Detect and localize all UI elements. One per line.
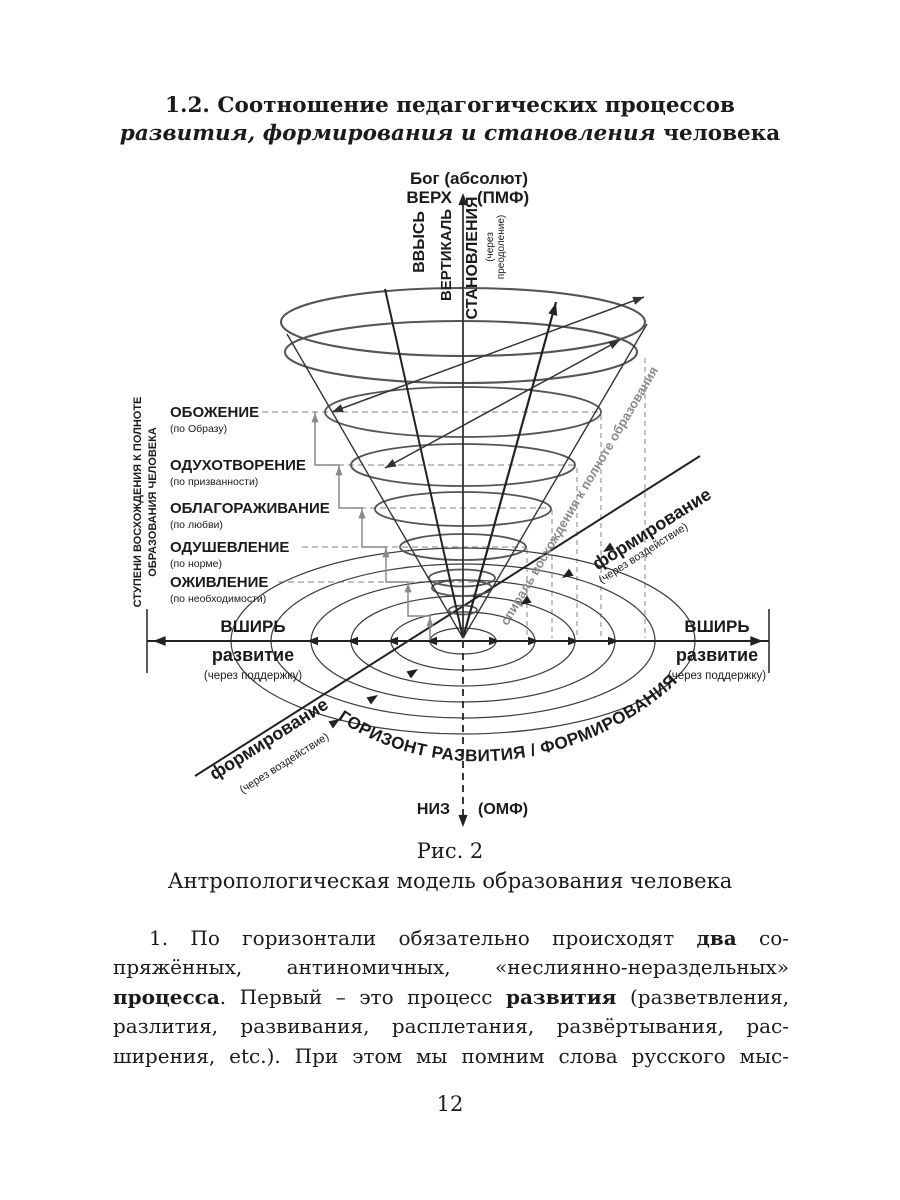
level-ozhivlenie-sub: (по необходимости): [170, 593, 266, 605]
overcoming-label-line1: (через: [485, 232, 496, 262]
pmf-label: (ПМФ): [477, 188, 529, 207]
steps-axis-title-line2: ОБРАЗОВАНИЯ ЧЕЛОВЕКА: [147, 427, 159, 577]
bottom-labels: НИЗ (ОМФ): [417, 801, 528, 818]
razvitie-right: развитие: [676, 645, 758, 665]
level-obozhenie: ОБОЖЕНИЕ: [170, 404, 259, 421]
omf-label: (ОМФ): [478, 801, 528, 818]
level-odushevlenie: ОДУШЕВЛЕНИЕ: [170, 539, 289, 556]
level-odushevlenie-sub: (по норме): [170, 558, 222, 570]
overcoming-label-line2: преодоление): [496, 215, 507, 279]
vshir-left: ВШИРЬ: [220, 617, 285, 636]
horizontal-axis: [146, 609, 770, 673]
paragraph-line: пряжённых, антиномичных, «неслиянно-нера…: [113, 955, 789, 980]
level-oblagorazhivanie: ОБЛАГОРАЖИВАНИЕ: [170, 500, 330, 517]
steps-axis-title-line1: СТУПЕНИ ВОСХОЖДЕНИЯ К ПОЛНОТЕ: [132, 397, 144, 608]
width-axis-labels: ВШИРЬ развитие (через поддержку) ВШИРЬ р…: [204, 617, 766, 682]
figure-caption-text: Антропологическая модель образования чел…: [167, 869, 733, 893]
level-oblagorazhivanie-sub: (по любви): [170, 519, 223, 531]
section-title-line2: развития, формирования и становления чел…: [0, 120, 900, 148]
razvitie-right-sub: (через поддержку): [668, 670, 766, 682]
level-oduhotvorenie-sub: (по призванности): [170, 476, 258, 488]
niz-label: НИЗ: [417, 801, 450, 818]
level-guide-lines: [262, 411, 601, 583]
paragraph-line: процесса. Первый – это процесс развития …: [113, 984, 790, 1009]
god-absolute-label: Бог (абсолют): [410, 169, 528, 188]
steps-axis-title: СТУПЕНИ ВОСХОЖДЕНИЯ К ПОЛНОТЕ ОБРАЗОВАНИ…: [132, 397, 159, 608]
razvitie-left: развитие: [212, 645, 294, 665]
section-title-line2-italic: развития, формирования и становления: [119, 121, 656, 146]
cone-silhouette: [286, 288, 648, 639]
paragraph-line: 1. По горизонтали обязательно происходят…: [149, 926, 789, 950]
level-obozhenie-sub: (по Образу): [170, 423, 227, 435]
formation-upper-label: формирование: [589, 484, 715, 574]
section-title-line1: 1.2. Соотношение педагогических процессо…: [165, 93, 735, 118]
vertical-axis: [458, 193, 468, 827]
razvitie-left-sub: (через поддержку): [204, 670, 302, 682]
level-labels: ОБОЖЕНИЕ (по Образу) ОДУХОТВОРЕНИЕ (по п…: [170, 404, 330, 605]
ascent-staircase: [314, 412, 431, 640]
vertikal-label: ВЕРТИКАЛЬ: [438, 209, 455, 301]
section-title: 1.2. Соотношение педагогических процессо…: [0, 92, 900, 148]
paragraph-line: разлития, развивания, расплетания, развё…: [113, 1014, 789, 1039]
verh-label: ВЕРХ: [406, 188, 452, 207]
top-labels: Бог (абсолют) ВЕРХ (ПМФ) ВВЫСЬ ВЕРТИКАЛЬ…: [406, 169, 529, 320]
ascent-staircase-arrowheads: [311, 413, 434, 627]
page-number: 12: [436, 1092, 464, 1116]
paragraph-line: ширения, etc.). При этом мы помним слова…: [113, 1043, 789, 1068]
anthropological-model-figure: Бог (абсолют) ВЕРХ (ПМФ) ВВЫСЬ ВЕРТИКАЛЬ…: [132, 169, 770, 827]
cone-cross-arrows: [331, 296, 645, 469]
stanovleniya-label: СТАНОВЛЕНИЯ: [464, 196, 481, 319]
level-ozhivlenie: ОЖИВЛЕНИЕ: [170, 574, 268, 591]
level-oduhotvorenie: ОДУХОТВОРЕНИЕ: [170, 457, 306, 474]
figure-caption: Рис. 2 Антропологическая модель образова…: [0, 836, 900, 896]
formation-axis: [194, 455, 701, 777]
vshir-right: ВШИРЬ: [684, 617, 749, 636]
horizon-curved-label: ГОРИЗОНТ РАЗВИТИЯ / ФОРМИРОВАНИЯ: [335, 670, 681, 765]
section-title-line2-tail: человека: [655, 121, 781, 146]
body-paragraph: 1. По горизонтали обязательно происходят…: [113, 924, 789, 1071]
drop-lines: [526, 358, 646, 638]
vvys-label: ВВЫСЬ: [411, 211, 428, 273]
figure-number: Рис. 2: [416, 839, 484, 863]
